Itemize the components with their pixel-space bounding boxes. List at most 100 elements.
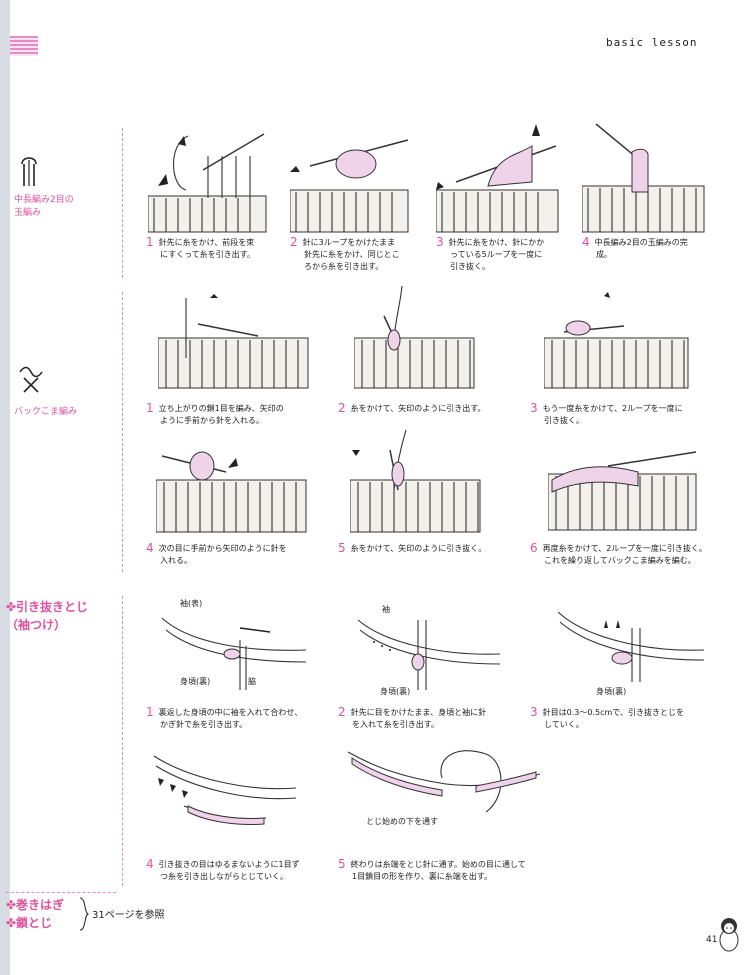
hikinuki-step4-illustration — [148, 748, 298, 844]
callout-sode: 袖 — [382, 605, 390, 614]
back-step2-illustration — [354, 286, 478, 394]
caption-line: ろから糸を引き出す。 — [304, 262, 384, 271]
step-number: 5 — [338, 857, 346, 871]
caption-line: もう一度糸をかけて、2ループを一度に — [542, 404, 683, 413]
callout-migoro-ura-2: 身頃(裏) — [380, 687, 411, 696]
section-label-line1: ✤引き抜きとじ — [6, 600, 89, 614]
chuunaga-step1-illustration — [148, 126, 268, 234]
chuunaga-step3-illustration — [436, 116, 560, 234]
caption-line: 中長編み2目の玉編みの完 — [594, 238, 688, 247]
chuunaga-step4-caption: 4 中長編み2目の玉編みの完 成。 — [582, 236, 712, 261]
back-step6-caption: 6 再度糸をかけて、2ループを一度に引き抜く。 これを繰り返してバックこま編みを編… — [530, 542, 740, 567]
step-number: 4 — [582, 235, 590, 249]
brace-icon — [79, 897, 90, 931]
caption-line: 裏返した身頃の中に袖を入れて合わせ、 — [158, 708, 303, 717]
section-label-line2: （袖つけ） — [6, 618, 67, 632]
chuunaga-step4-illustration — [582, 122, 706, 234]
hikinuki-step3-illustration — [556, 598, 706, 688]
divider-vertical-3 — [122, 596, 123, 886]
caption-line: つ糸を引き出しながらとじていく。 — [160, 872, 288, 881]
chuunaga-step2-caption: 2 針に3ループをかけたまま 針先に糸をかけ、同じとこ ろから糸を引き出す。 — [290, 236, 420, 273]
caption-line: 1目鎖目の形を作り、裏に糸端を出す。 — [352, 872, 492, 881]
caption-line: 次の目に手前から矢印のように針を — [158, 544, 287, 553]
divider-vertical-1 — [122, 128, 123, 278]
back-step5-illustration — [350, 430, 482, 536]
hikinuki-step1-illustration — [160, 596, 306, 692]
step-number: 2 — [338, 401, 346, 415]
callout-migoro-ura-1: 身頃(裏) — [180, 677, 211, 686]
caption-line: 糸をかけて、矢印のように引き抜く。 — [350, 544, 487, 553]
back-step5-caption: 5 糸をかけて、矢印のように引き抜く。 — [338, 542, 518, 555]
hikinuki-step2-caption: 2 針先に目をかけたまま、身頃と袖に針 を入れて糸を引き出す。 — [338, 706, 538, 731]
hikinuki-step2-illustration — [356, 600, 502, 694]
caption-line: っている5ループを一度に — [450, 250, 543, 259]
hikinuki-step4-caption: 4 引き抜きの目はゆるまないように1目ず つ糸を引き出しながらとじていく。 — [146, 858, 346, 883]
step-number: 2 — [338, 705, 346, 719]
back-step3-caption: 3 もう一度糸をかけて、2ループを一度に 引き抜く。 — [530, 402, 720, 427]
caption-line: 立ち上がりの鎖1目を編み、矢印の — [158, 404, 284, 413]
footer-divider — [6, 892, 116, 893]
caption-line: かぎ針で糸を引き出す。 — [160, 720, 248, 729]
callout-migoro-ura-3: 身頃(裏) — [596, 687, 627, 696]
caption-line: を入れて糸を引き出す。 — [352, 720, 439, 729]
step-number: 1 — [146, 705, 154, 719]
caption-line: 成。 — [596, 250, 612, 259]
hikinuki-step1-caption: 1 裏返した身頃の中に袖を入れて合わせ、 かぎ針で糸を引き出す。 — [146, 706, 346, 731]
callout-toji-hajime: とじ始めの下を通す — [366, 817, 438, 826]
reference-text: 31ページを参照 — [92, 910, 165, 921]
caption-line: にすくって糸を引き出す。 — [160, 250, 255, 259]
step-number: 5 — [338, 541, 346, 555]
section-label-chuunaga: 中長編み2目の 玉編み — [14, 194, 74, 220]
hikinuki-step3-caption: 3 針目は0.3〜0.5cmで、引き抜きとじを していく。 — [530, 706, 730, 731]
back-step4-illustration — [156, 438, 308, 536]
step-number: 3 — [530, 401, 538, 415]
caption-line: 針先に糸をかけ、針にかか — [448, 238, 545, 247]
callout-waki: 脇 — [248, 677, 256, 686]
caption-line: ように手前から針を入れる。 — [160, 416, 264, 425]
section-label-line1: 中長編み2目の — [14, 195, 74, 205]
back-step1-caption: 1 立ち上がりの鎖1目を編み、矢印の ように手前から針を入れる。 — [146, 402, 326, 427]
step-number: 1 — [146, 235, 154, 249]
caption-line: 針に3ループをかけたまま — [302, 238, 396, 247]
chuunaga-tama-symbol-icon — [21, 157, 37, 186]
caption-line: 終わりは糸端をとじ針に通す。始めの目に通して — [350, 860, 526, 869]
step-number: 3 — [530, 705, 538, 719]
back-step2-caption: 2 糸をかけて、矢印のように引き出す。 — [338, 402, 518, 415]
caption-line: これを繰り返してバックこま編みを編む。 — [544, 556, 696, 565]
label-makihagi: ✤巻きはぎ — [6, 898, 65, 912]
step-number: 3 — [436, 235, 444, 249]
step-number: 1 — [146, 401, 154, 415]
step-number: 6 — [530, 541, 538, 555]
page-number: 41 — [706, 935, 718, 945]
back-step6-illustration — [548, 440, 698, 536]
step-number: 2 — [290, 235, 298, 249]
chuunaga-step2-illustration — [290, 126, 410, 234]
footer-labels: ✤巻きはぎ ✤鎖とじ — [6, 896, 64, 932]
page-edge — [0, 0, 10, 975]
callout-sode-omote: 袖(表) — [180, 599, 203, 608]
pink-tab-marker — [10, 36, 38, 56]
step-number: 4 — [146, 857, 154, 871]
label-kusaritoji: ✤鎖とじ — [6, 916, 53, 930]
section-label-line2: 玉編み — [14, 208, 42, 218]
caption-line: 針先に糸をかけ、前段を束 — [158, 238, 255, 247]
section-label-back: バックこま編み — [14, 407, 78, 417]
caption-line: 針先に目をかけたまま、身頃と袖に針 — [350, 708, 487, 717]
back-koma-symbol-icon — [19, 366, 43, 393]
caption-line: 再度糸をかけて、2ループを一度に引き抜く。 — [542, 544, 707, 553]
caption-line: 針目は0.3〜0.5cmで、引き抜きとじを — [542, 708, 684, 717]
hikinuki-step5-caption: 5 終わりは糸端をとじ針に通す。始めの目に通して 1目鎖目の形を作り、裏に糸端を出… — [338, 858, 578, 883]
section-label-hikinuki: ✤引き抜きとじ （袖つけ） — [6, 598, 88, 634]
page-header: basic lesson — [606, 36, 698, 49]
caption-line: 針先に糸をかけ、同じとこ — [304, 250, 400, 259]
step-number: 4 — [146, 541, 154, 555]
caption-line: 引き抜く。 — [544, 416, 584, 425]
caption-line: 糸をかけて、矢印のように引き出す。 — [350, 404, 486, 413]
doll-icon — [719, 918, 739, 952]
hikinuki-step5-illustration — [346, 738, 542, 838]
caption-line: していく。 — [544, 720, 584, 729]
caption-line: 引き抜きの目はゆるまないように1目ず — [158, 860, 300, 869]
divider-vertical-2 — [122, 292, 123, 572]
